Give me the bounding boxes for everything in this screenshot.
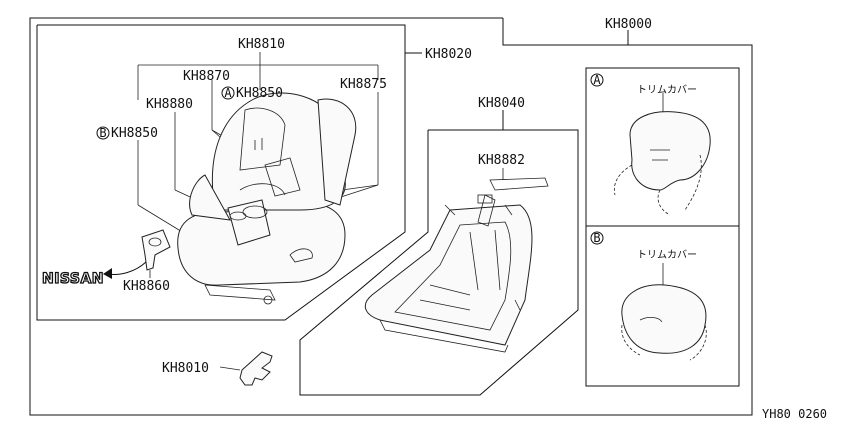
assembly-outline [29,17,753,416]
callout-circle-icon [590,231,604,245]
callout-a-marker: A [224,86,232,100]
label-kh8020: KH8020 [425,47,472,62]
inset-a-trim-drawing [613,93,711,216]
label-kh8870: KH8870 [183,69,230,84]
label-kh8882: KH8882 [478,153,525,168]
seat-assembly-outline [36,24,406,321]
inset-b-trim-drawing [621,263,707,361]
inset-a-marker: A [593,73,601,87]
label-kh8040: KH8040 [478,96,525,111]
callout-circle-icon [221,86,235,100]
label-kh8850-a: KH8850 [236,86,283,101]
inset-b-caption: トリムカバー [637,249,697,261]
buckle-part [141,229,171,271]
inset-a-caption: トリムカバー [637,84,697,96]
nissan-logo: NISSAN [41,270,104,287]
svg-text:NISSAN: NISSAN [42,271,104,287]
diagram-code: YH80 0260 [762,407,827,421]
label-kh8880: KH8880 [146,97,193,112]
label-kh8850-b: KH8850 [111,126,158,141]
seat-base-drawing [364,168,549,353]
callout-circle-icon [96,126,110,140]
inset-b-box [585,225,740,387]
callout-b-marker: B [99,126,106,140]
label-kh8810: KH8810 [238,37,285,52]
label-kh8010: KH8010 [162,361,209,376]
label-kh8875: KH8875 [340,77,387,92]
latch-plate-part [239,351,273,386]
child-seat-drawing [177,92,357,305]
callout-circle-icon [590,73,604,87]
inset-b-marker: B [593,231,600,245]
label-kh8000: KH8000 [605,17,652,32]
base-assembly-outline [299,129,579,396]
arrow-head-icon [103,268,112,279]
arrow-icon [107,261,147,275]
label-kh8860: KH8860 [123,279,170,294]
